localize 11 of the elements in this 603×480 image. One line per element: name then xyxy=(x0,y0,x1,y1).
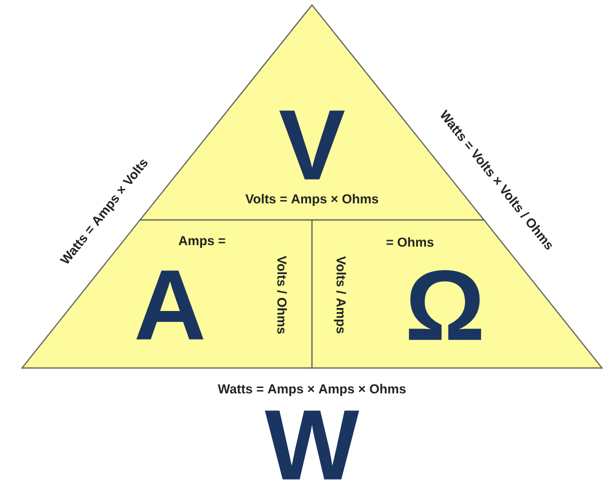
formula-text: Volts / Amps xyxy=(334,256,346,334)
formula-text: Volts / Ohms xyxy=(277,256,287,334)
formula-text: = Ohms xyxy=(386,237,434,247)
formula-text: Volts = Amps × Ohms xyxy=(245,194,378,206)
formula-text: Amps = xyxy=(178,236,226,248)
big-letter: Ω xyxy=(408,270,482,340)
big-letter: V xyxy=(279,110,345,180)
bottom-formula: Watts = Amps × Amps × Ohms xyxy=(218,384,406,396)
big-letter: W xyxy=(264,410,360,480)
big-letter: A xyxy=(136,270,204,340)
triangle-section xyxy=(311,219,603,369)
